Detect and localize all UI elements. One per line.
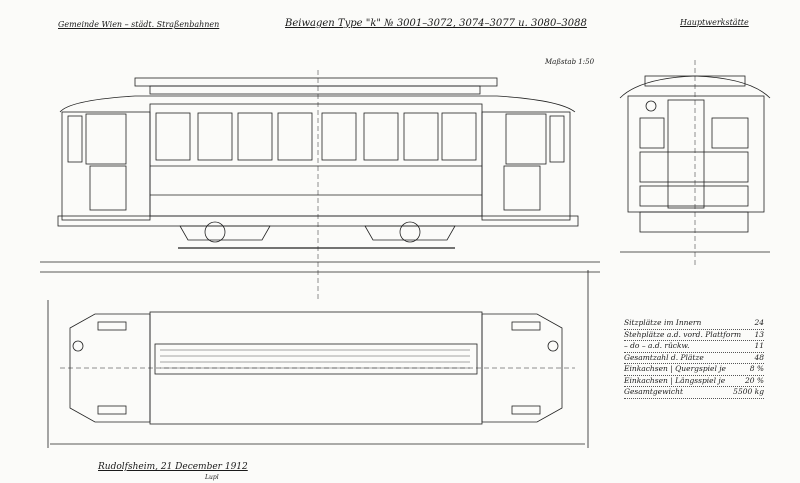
spec-value: 5500 kg: [733, 387, 764, 396]
bogie-left: [179, 225, 271, 241]
main-title: Beiwagen Type "k" № 3001–3072, 3074–3077…: [285, 18, 587, 29]
side-windows: [155, 112, 477, 161]
end-view: [619, 60, 771, 265]
spec-value: 48: [754, 352, 764, 362]
front-step-grille: [89, 165, 127, 211]
spec-label: – do – a.d. rückw.: [624, 341, 690, 350]
rear-step-grille: [503, 165, 541, 211]
spec-label: Gesamtgewicht: [624, 387, 683, 396]
spec-label: Stehplätze a.d. vord. Plattform: [624, 329, 742, 339]
spec-row: Einkachsen | Quergspiel je 8 %: [624, 364, 764, 376]
signature: Lupl: [205, 474, 219, 481]
spec-row: Stehplätze a.d. vord. Plattform 13: [624, 329, 764, 341]
spec-value: 8 %: [749, 364, 764, 373]
spec-row: – do – a.d. rückw. 11: [624, 341, 764, 353]
spec-label: Sitzplätze im Innern: [624, 318, 702, 327]
spec-row: Einkachsen | Längsspiel je 20 %: [624, 375, 764, 387]
spec-label: Einkachsen | Quergspiel je: [624, 364, 727, 373]
right-title: Hauptwerkstätte: [680, 18, 749, 27]
left-title: Gemeinde Wien – städt. Straßenbahnen: [58, 20, 220, 29]
spec-label: Einkachsen | Längsspiel je: [624, 375, 726, 385]
scale-label: Maßstab 1:50: [545, 58, 595, 66]
bogie-right: [364, 225, 456, 241]
clerestory-windows: [149, 85, 481, 95]
roof-line: [59, 95, 576, 113]
spec-value: 11: [754, 341, 764, 350]
spec-value: 13: [754, 329, 764, 339]
place-date: Rudolfsheim, 21 December 1912: [98, 462, 248, 472]
side-view: [40, 70, 600, 300]
spec-value: 24: [754, 318, 764, 327]
plan-view: [47, 270, 589, 448]
spec-table: Sitzplätze im Innern 24 Stehplätze a.d. v…: [624, 318, 764, 399]
roof-lantern: [134, 77, 498, 87]
spec-row: Sitzplätze im Innern 24: [624, 318, 764, 330]
spec-label: Gesamtzahl d. Plätze: [624, 352, 704, 362]
spec-row: Gesamtzahl d. Plätze 48: [624, 352, 764, 364]
spec-value: 20 %: [744, 375, 764, 385]
spec-row: Gesamtgewicht 5500 kg: [624, 387, 764, 399]
